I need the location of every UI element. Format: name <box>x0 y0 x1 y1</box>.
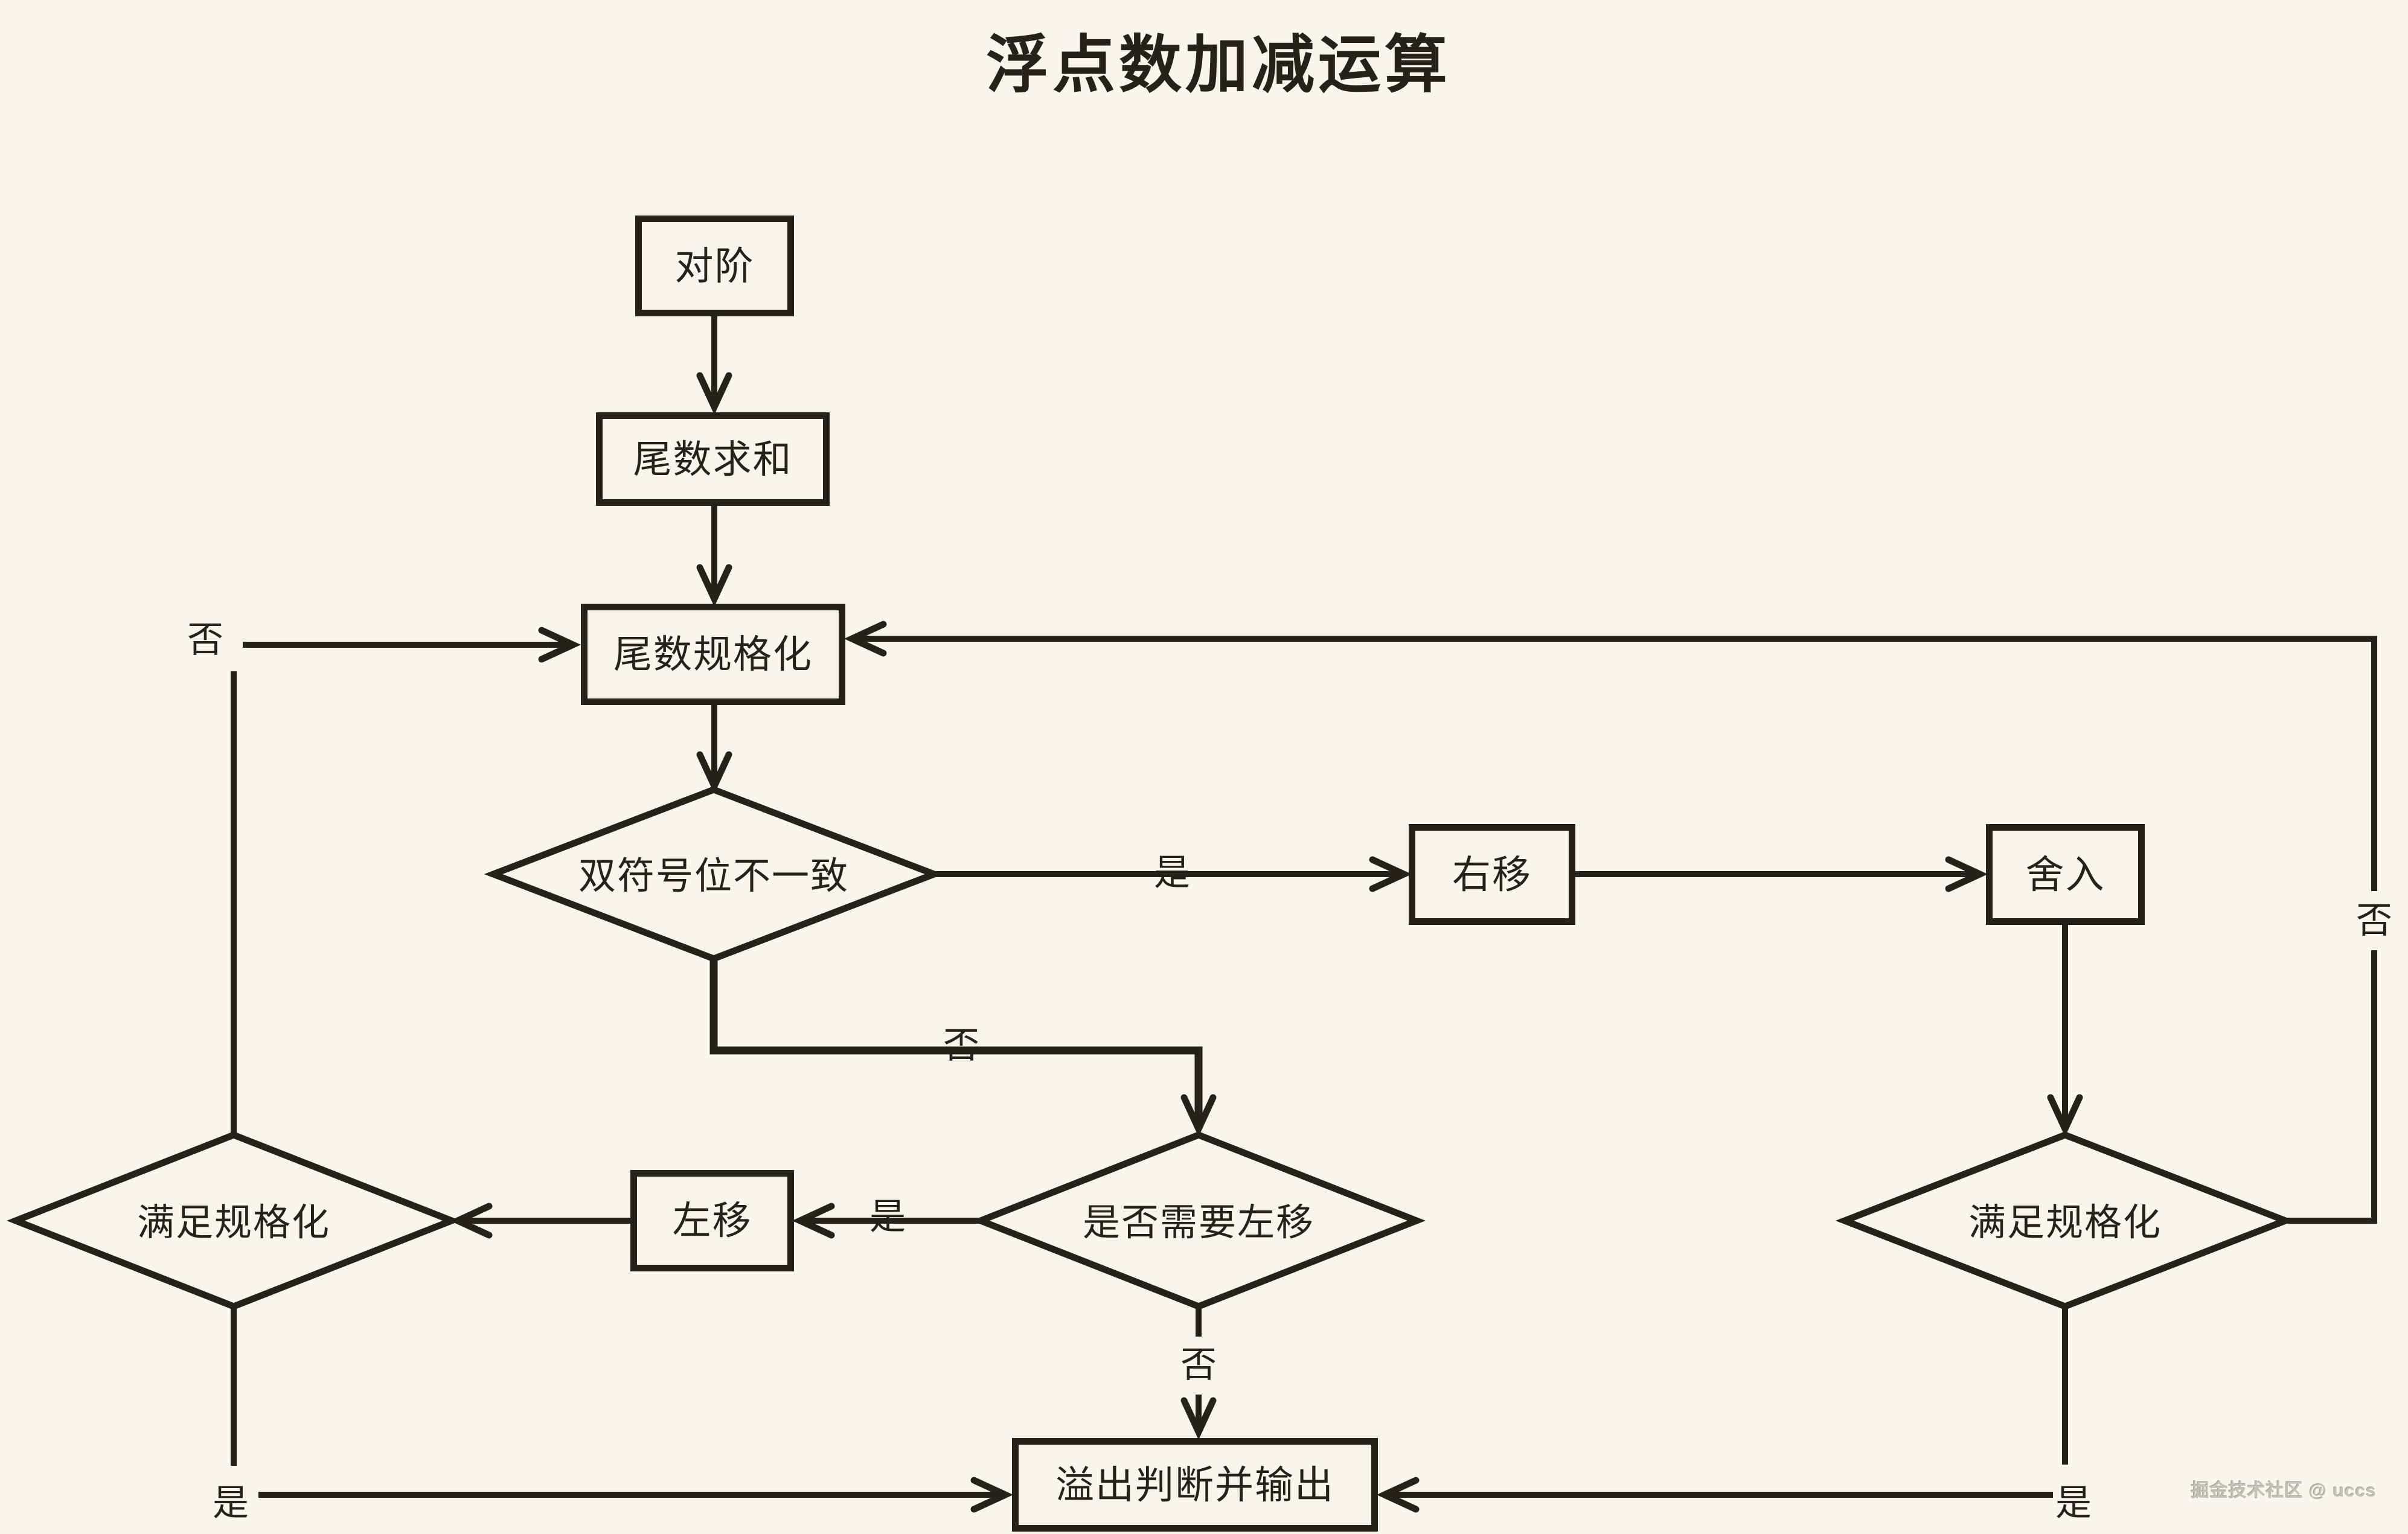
decision-sign-bits-differ-shape <box>484 786 944 962</box>
edge-mantissa-sum-to-normalize <box>696 506 732 607</box>
decision-normalized-left-shape <box>6 1131 461 1310</box>
edge-label-normalized-left-no: 否 <box>187 619 223 660</box>
decision-normalized-right-shape <box>1835 1131 2295 1310</box>
edge-sign-yes-to-right-shift <box>934 856 1412 892</box>
decision-need-left-shift-label: 是否需要左移 <box>1082 1202 1315 1244</box>
edge-label-sign-no: 否 <box>943 1025 979 1066</box>
edge-label-normalized-left-yes: 是 <box>213 1483 249 1523</box>
node-mantissa-sum: 尾数求和 <box>596 412 830 506</box>
watermark: 掘金技术社区 @ uccs <box>2191 1481 2377 1501</box>
edge-label-need-left-no: 否 <box>1180 1344 1217 1385</box>
node-right-shift: 右移 <box>1409 824 1575 925</box>
edge-label-normalized-right-yes: 是 <box>2055 1483 2092 1523</box>
edge-need-left-no-to-overflow <box>1180 1306 1217 1440</box>
edge-need-left-yes-to-left-shift <box>792 1203 981 1239</box>
decision-normalized-right-label: 满足规格化 <box>1968 1202 2162 1244</box>
decision-need-left-shift-shape <box>971 1131 1426 1310</box>
edge-normalized-left-no-to-normalize <box>231 627 581 1135</box>
edge-normalized-right-yes-to-overflow <box>1376 1306 2068 1513</box>
edge-label-normalized-right-no: 否 <box>2356 900 2392 941</box>
node-left-shift: 左移 <box>630 1170 794 1271</box>
decision-normalized-left-label: 满足规格化 <box>136 1202 331 1244</box>
node-round: 舍入 <box>1986 824 2145 925</box>
node-mantissa-normalize: 尾数规格化 <box>581 604 845 705</box>
diagram-title: 浮点数加减运算 <box>985 30 1452 100</box>
edge-sign-no-to-need-left <box>709 959 1217 1137</box>
edge-normalize-to-sign-decision <box>696 705 732 794</box>
edge-align-to-mantissa-sum <box>696 316 732 415</box>
edge-normalized-left-yes-to-overflow <box>231 1306 1014 1513</box>
edge-round-to-normalized-right <box>2047 925 2083 1137</box>
node-overflow-output: 溢出判断并输出 <box>1012 1438 1378 1532</box>
decision-sign-bits-differ-label: 双符号位不一致 <box>578 855 850 897</box>
edge-normalized-right-no-to-normalize <box>844 621 2377 1224</box>
edge-label-sign-yes: 是 <box>1154 852 1190 893</box>
edge-right-shift-to-round <box>1575 856 1988 892</box>
node-align-exponents: 对阶 <box>635 216 794 316</box>
edge-left-shift-to-normalized-left <box>449 1203 630 1239</box>
edge-label-need-left-yes: 是 <box>869 1197 906 1237</box>
